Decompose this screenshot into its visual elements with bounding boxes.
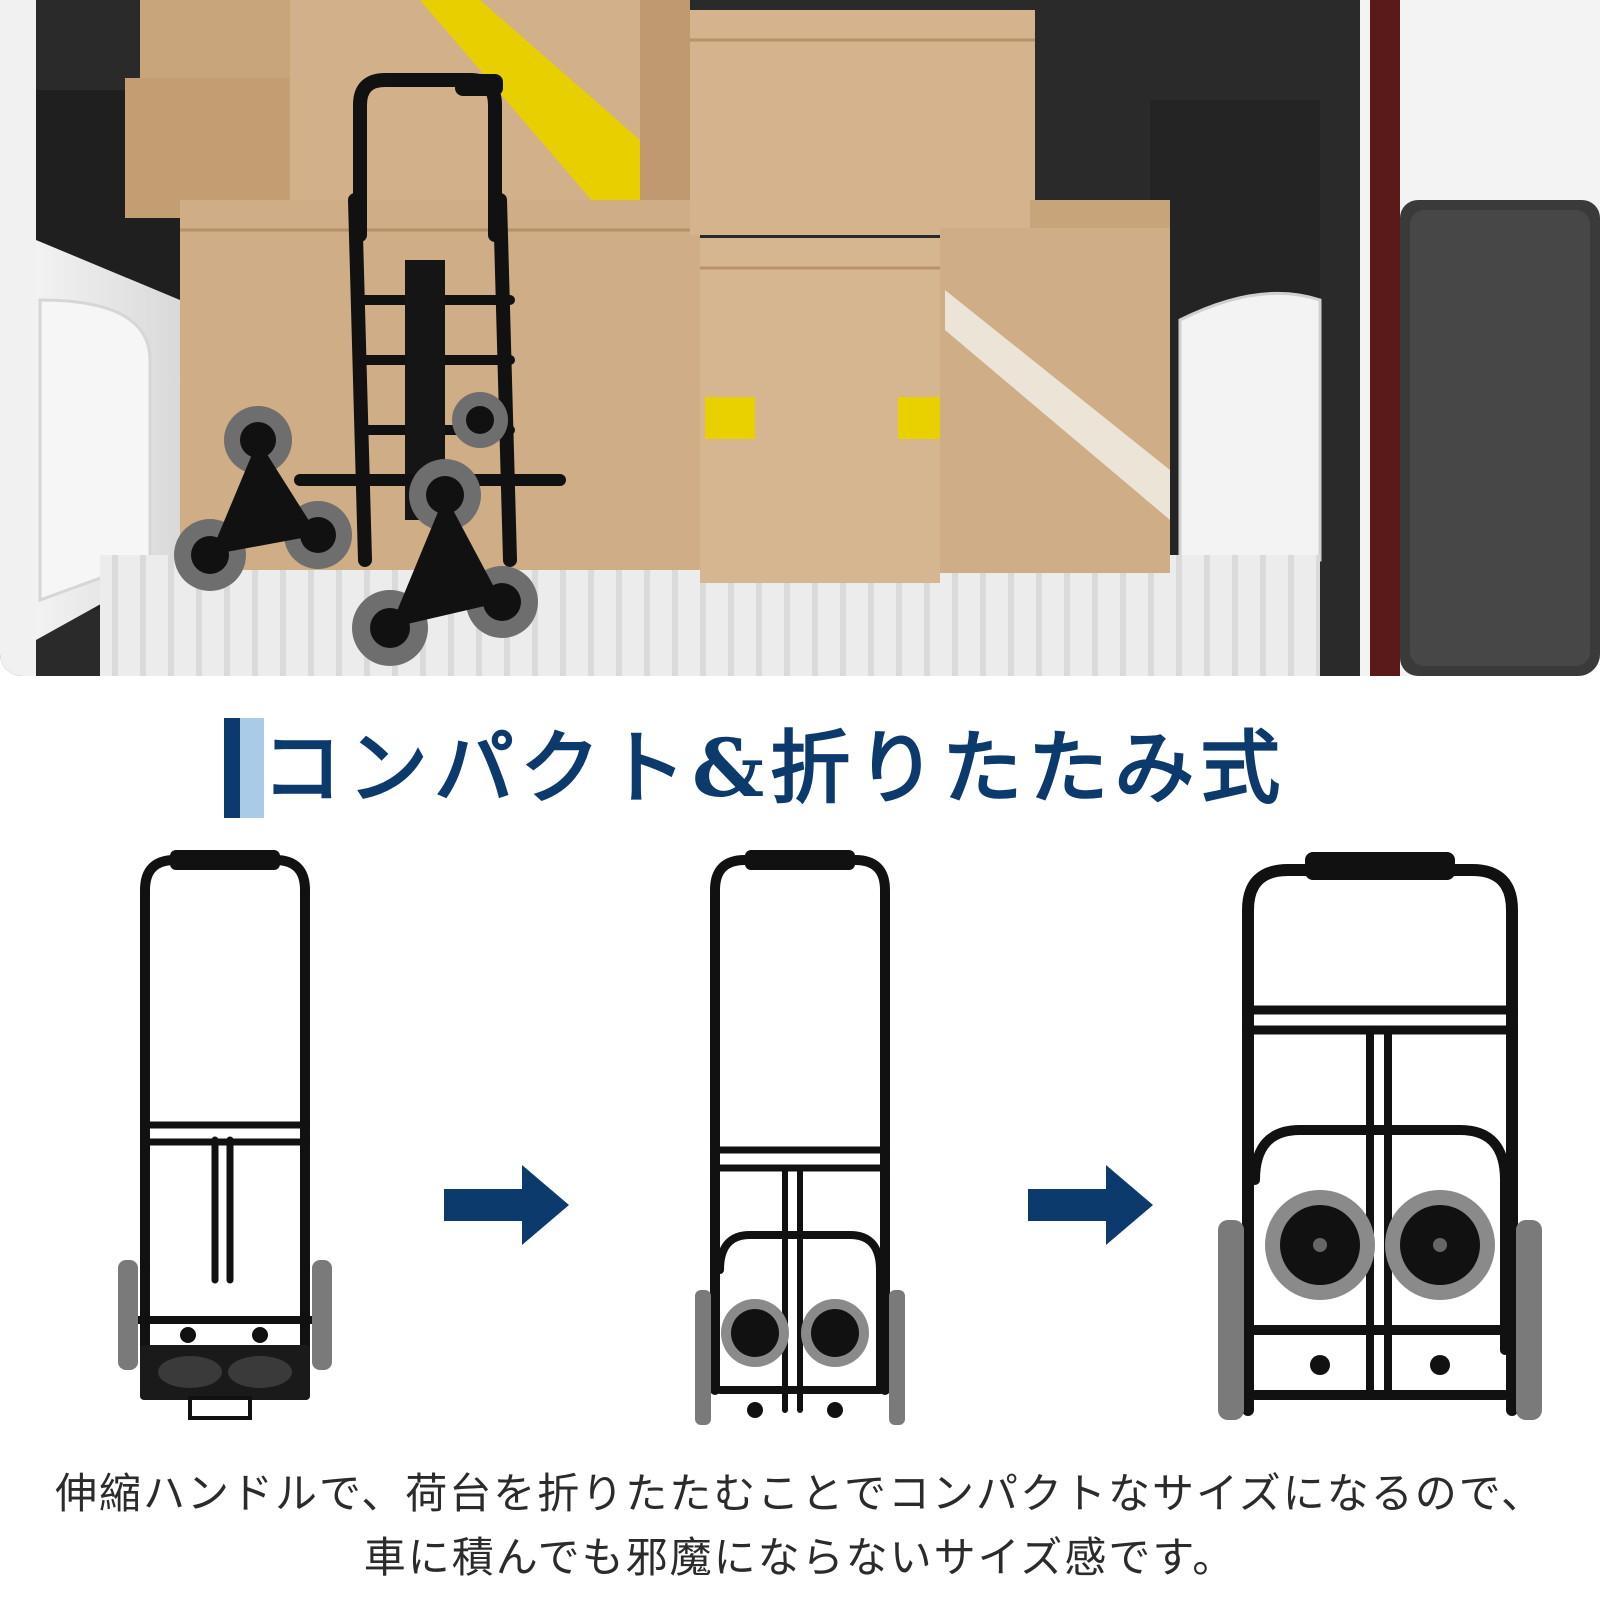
arrow-right-icon bbox=[1028, 1165, 1153, 1245]
hand-truck-stage-extended bbox=[118, 850, 332, 1420]
heading-accent-bar-dark bbox=[224, 718, 240, 818]
section-heading: コンパクト&折りたたみ式 bbox=[224, 718, 1424, 818]
caption-line-2: 車に積んでも邪魔にならないサイズ感です。 bbox=[363, 1533, 1237, 1582]
tri-wheel-right bbox=[352, 392, 538, 666]
description-caption: 伸縮ハンドルで、荷台を折りたたむことでコンパクトなサイズになるので、 車に積んで… bbox=[0, 1462, 1600, 1590]
van-cargo-illustration bbox=[0, 0, 1600, 676]
folding-sequence bbox=[0, 850, 1600, 1450]
caption-line-1: 伸縮ハンドルで、荷台を折りたたむことでコンパクトなサイズになるので、 bbox=[54, 1469, 1546, 1518]
heading-accent-bar-light bbox=[240, 718, 264, 818]
tri-wheel-left bbox=[174, 406, 352, 591]
hero-photo bbox=[0, 0, 1600, 676]
hand-truck-stage-compact bbox=[1218, 852, 1542, 1420]
heading-title: コンパクト&折りたたみ式 bbox=[262, 721, 1287, 815]
hand-truck-stage-folded bbox=[695, 850, 905, 1425]
arrow-right-icon bbox=[444, 1165, 569, 1245]
cardboard-boxes bbox=[125, 0, 1170, 583]
